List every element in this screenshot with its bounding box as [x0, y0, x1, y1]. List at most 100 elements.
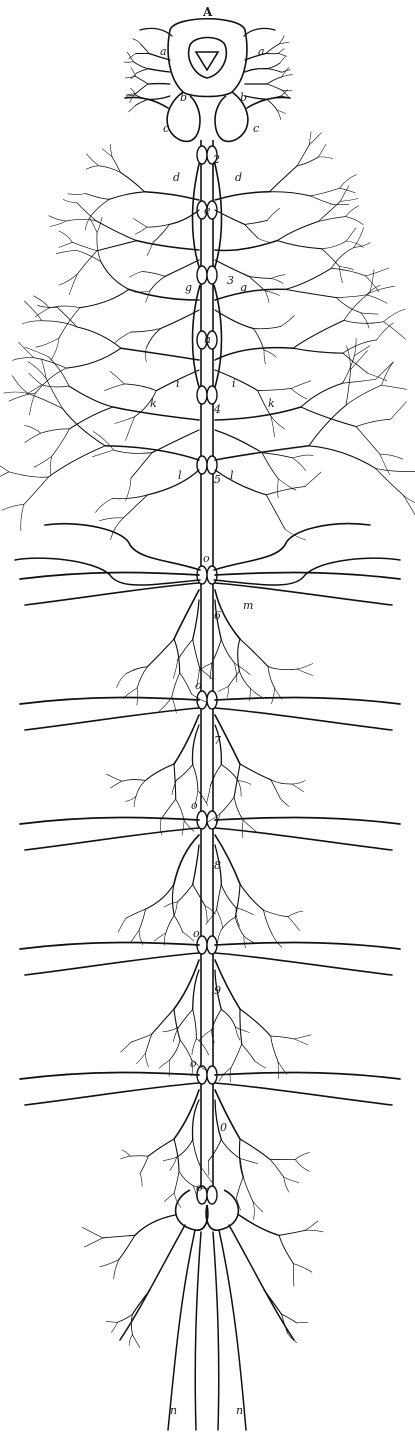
abdominal-branch-right-inner — [209, 1140, 222, 1161]
caudal-nerve-right-2 — [213, 1232, 219, 1430]
antenna-nerve-right — [244, 28, 275, 36]
thoracic-nerve-left — [80, 289, 129, 307]
head-nerve-right — [277, 111, 280, 120]
caudal-branch-left — [82, 1227, 102, 1238]
thoracic-nerve-left — [9, 472, 49, 477]
abdominal-branch-right — [297, 669, 313, 675]
abdominal-branch-left-inner — [177, 885, 192, 903]
abdominal-lateral-left — [20, 698, 199, 705]
abdominal-branch-right — [228, 671, 239, 686]
thoracic-nerve-right — [310, 188, 339, 196]
thoracic-nerve-right — [277, 222, 318, 241]
head-nerve-right — [278, 53, 286, 56]
caudal-twig-left — [132, 1290, 150, 1314]
thoracic-nerve-right — [375, 468, 403, 495]
abdominal-branch-left-inner — [163, 1157, 176, 1160]
segment-label-4: 4 — [214, 404, 221, 415]
head-nerve-right — [267, 69, 282, 73]
thoracic-nerve-right — [285, 289, 336, 297]
abdominal-branch-right — [271, 1036, 278, 1062]
thoracic-nerve-right — [377, 323, 394, 340]
thoracic-nerve-left-lower — [104, 384, 124, 391]
head-nerve-left — [148, 96, 170, 99]
head-nerve-left — [137, 69, 148, 73]
head-nerve-right — [245, 69, 267, 72]
abdominal-branch-left-inner — [174, 902, 177, 915]
antenna-nerve-left — [140, 28, 172, 36]
thoracic-nerve-left — [4, 392, 28, 394]
thoracic-nerve-right — [343, 356, 355, 384]
label-m: m — [243, 600, 253, 611]
head-nerve-right — [278, 49, 284, 54]
thoracic-nerve-right — [361, 313, 378, 314]
abdominal-branch-right — [253, 1201, 255, 1220]
thoracic-nerve-left-lower — [115, 332, 131, 342]
abdominal-branch-left — [121, 1156, 131, 1159]
abdominal-branch-left — [126, 909, 146, 918]
abdominal-branch-right — [240, 639, 268, 667]
thoracic-nerve-left — [29, 373, 42, 385]
thoracic-nerve-left — [27, 385, 41, 394]
thoracic-nerve-right-lower — [293, 455, 313, 458]
abdominal-branch-right — [280, 799, 289, 807]
thoracic-nerve-left — [137, 241, 199, 250]
thoracic-nerve-right — [285, 268, 331, 289]
abdominal-lateral-left — [20, 1073, 199, 1080]
abdominal-lateral-right-2 — [215, 708, 392, 730]
abdominal-branch-right-inner — [236, 1027, 240, 1040]
thoracic-nerve-right-lower — [258, 389, 291, 391]
abdominal-branch-left — [118, 918, 126, 932]
caudal-branch-right — [279, 1230, 305, 1235]
label-o-3: o — [191, 800, 198, 811]
abdominal-lateral-left-2 — [25, 583, 199, 605]
thoracic-nerve-right-lower — [215, 370, 258, 391]
label-o-2: o — [195, 680, 202, 691]
thoracic-nerve-right — [293, 348, 343, 353]
abdominal-branch-right — [240, 1009, 242, 1044]
abdominal-branch-left — [155, 933, 166, 941]
thoracic-nerve-right — [384, 309, 406, 322]
thoracic-nerve-left-lower — [114, 450, 152, 453]
caudal-nerve-left-1 — [168, 1230, 195, 1430]
thoracic-nerve-right — [293, 320, 344, 348]
abdominal-branch-left-inner — [176, 765, 193, 781]
thoracic-nerve-left — [59, 274, 78, 285]
thoracic-nerve-left-lower — [150, 276, 165, 291]
caudal-nerve-left-outer — [120, 1225, 185, 1340]
thoracic-nerve-left — [50, 221, 66, 227]
abdominal-branch-left — [172, 884, 174, 915]
head-nerve-left — [141, 44, 149, 54]
thoracic-nerve-left — [41, 429, 70, 433]
thoracic-nerve-left — [59, 242, 72, 247]
thoracic-nerve-left-lower — [131, 329, 161, 333]
thoracic-nerve-left — [145, 192, 199, 200]
abdominal-branch-left-inner — [173, 660, 177, 678]
abdominal-branch-left — [140, 1156, 148, 1173]
thoracic-nerve-left-lower — [93, 432, 113, 451]
thoracic-nerve-left — [34, 358, 67, 369]
thoracic-nerve-left — [22, 321, 42, 324]
thoracic-nerve-left — [49, 357, 69, 386]
abdominal-lateral-right — [215, 1073, 400, 1080]
caudal-twig-right — [264, 1290, 282, 1314]
thoracic-nerve-right — [375, 468, 415, 471]
thoracic-nerve-left — [121, 172, 145, 191]
thoracic-nerve-right — [340, 175, 357, 189]
abdominal-branch-right — [255, 1061, 266, 1068]
thoracic-nerve-left — [59, 231, 73, 242]
head-nerve-right — [279, 42, 289, 44]
label-l-left: l — [178, 470, 182, 481]
thoracic-nerve-left — [12, 376, 28, 394]
abdominal-branch-right-inner — [217, 910, 223, 928]
abdominal-branch-left — [174, 1193, 181, 1207]
abdominal-branch-right-inner — [221, 1140, 240, 1159]
abdominal-branch-left — [174, 835, 199, 884]
thoracic-nerve-left — [109, 192, 144, 200]
thoracic-nerve-left-lower — [129, 272, 142, 278]
caudal-twig-left — [117, 1314, 132, 1322]
label-a-left: a — [160, 46, 167, 57]
thoracic-nerve-right — [343, 379, 376, 383]
head-nerve-right — [267, 77, 281, 84]
thoracic-nerve-left — [101, 262, 129, 290]
thoracic-nerve-left — [24, 301, 41, 321]
